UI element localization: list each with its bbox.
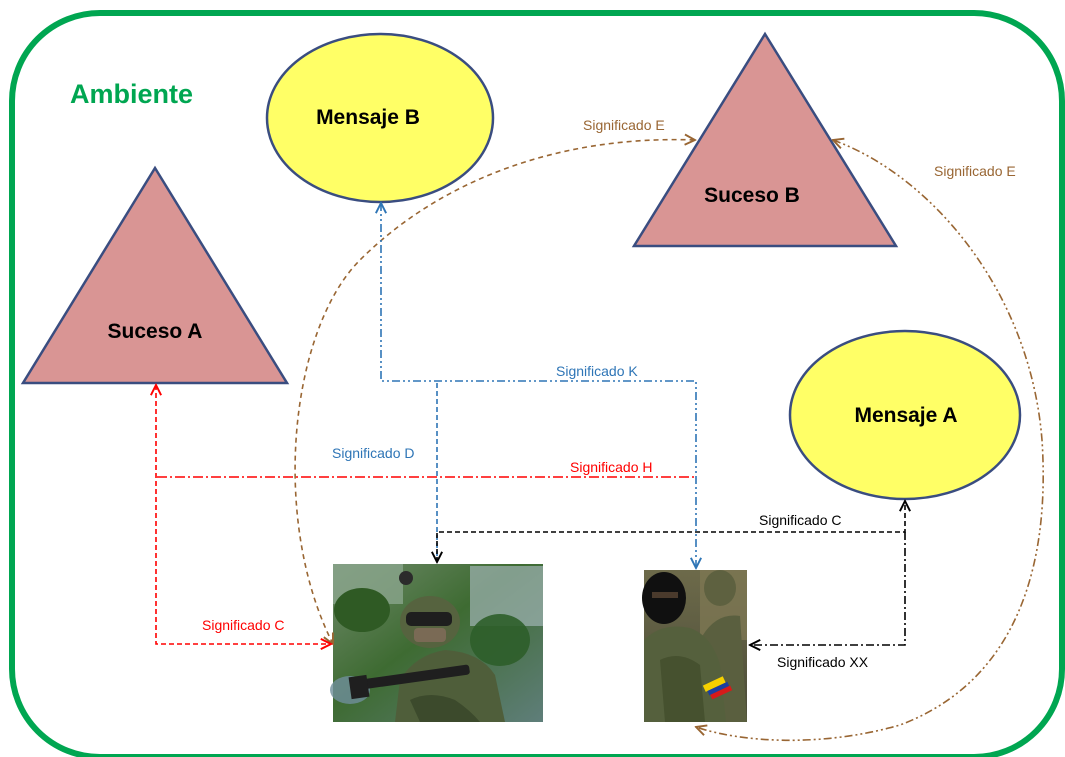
edge-label-significado-c-red: Significado C [202, 617, 285, 633]
edge-label-significado-c-black: Significado C [759, 512, 842, 528]
edge-significado-c-black: Significado C [437, 501, 905, 562]
edge-significado-e-right: Significado E [696, 140, 1045, 742]
edge-label-significado-d: Significado D [332, 445, 415, 461]
edge-label-significado-k: Significado K [556, 363, 638, 379]
edge-significado-d: Significado D [332, 383, 438, 560]
edge-significado-h: Significado H [157, 459, 696, 478]
edge-significado-e-upper: Significado E [294, 117, 695, 644]
mensaje-a-node: Mensaje A [788, 329, 1022, 501]
suceso-b-label: Suceso B [704, 184, 800, 207]
mensaje-b-node: Mensaje B [265, 32, 495, 204]
guerrilla-photo [642, 570, 747, 722]
edge-label-significado-xx: Significado XX [777, 654, 869, 670]
soldier-photo [330, 564, 543, 722]
edge-label-significado-h: Significado H [570, 459, 653, 475]
edge-label-significado-e-right: Significado E [934, 163, 1016, 179]
environment-label: Ambiente [70, 79, 193, 109]
edge-significado-c-red: Significado C [156, 385, 331, 644]
edge-significado-k: Significado K [381, 203, 696, 568]
edge-label-significado-e-upper: Significado E [583, 117, 665, 133]
suceso-a-label: Suceso A [108, 320, 203, 343]
mensaje-b-label: Mensaje B [316, 106, 420, 129]
mensaje-a-label: Mensaje A [854, 404, 957, 427]
environment-border [9, 10, 1065, 757]
edge-significado-xx: Significado XX [750, 532, 906, 670]
suceso-a-node: Suceso A [20, 165, 290, 385]
